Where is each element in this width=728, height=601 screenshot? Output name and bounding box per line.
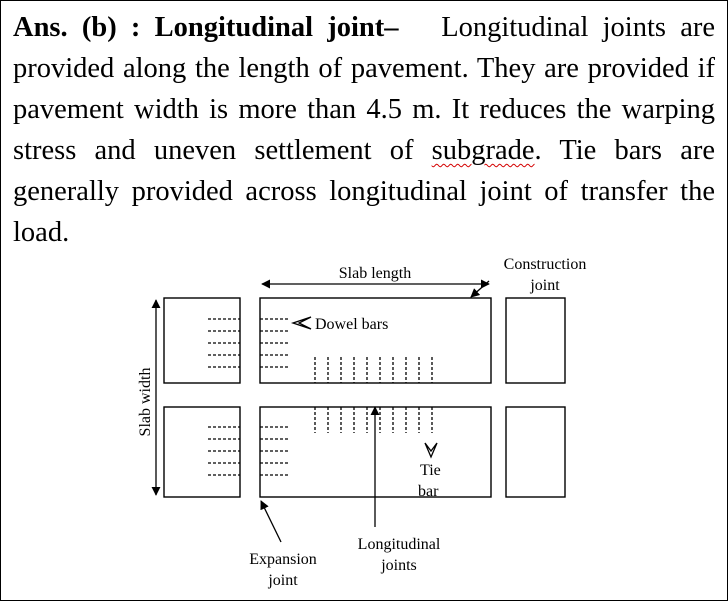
expansion-joint-label-line2: joint [267,572,298,589]
answer-heading: Ans. (b) : Longitudinal joint– [13,12,399,43]
tie-bar-pointer [424,442,438,459]
expansion-joint-label-line1: Expansion [249,551,317,568]
slab-width-label: Slab width [137,368,154,437]
answer-text-part-1: Longitudinal joints are provided along t… [13,12,715,166]
dowel-bars-left-top [208,318,240,368]
tie-bars [314,357,433,433]
slab-middle-top [259,297,492,384]
answer-text-part-2: . Tie bars are generally provided across… [13,135,716,248]
longitudinal-joints-label-line2: joints [380,557,417,574]
tie-bar-label-line1: Tie [420,462,441,479]
tie-bar-label-line2: bar [418,483,439,500]
dowel-bars-left-bottom [208,426,240,476]
slab-length-label: Slab length [339,265,411,282]
expansion-joint-leader [260,500,282,543]
dowel-bars-middle-top [260,318,290,368]
construction-joint-leader [470,280,490,298]
spell-flagged-word: subgrade [431,135,535,166]
construction-joint-label-line2: joint [529,277,560,294]
construction-joint-label-line1: Construction [504,256,587,273]
answer-paragraph: Ans. (b) : Longitudinal joint– Longitudi… [13,7,715,253]
slab-right-top [505,297,566,384]
dowel-bars-label: Dowel bars [315,316,388,333]
dowel-bars-pointer [290,316,312,330]
dowel-bars-middle-bottom [260,426,290,476]
slab-right-bottom [505,406,566,498]
slab-left-top [163,297,241,384]
longitudinal-joints-label-line1: Longitudinal [358,536,441,553]
slab-left-bottom [163,406,241,498]
